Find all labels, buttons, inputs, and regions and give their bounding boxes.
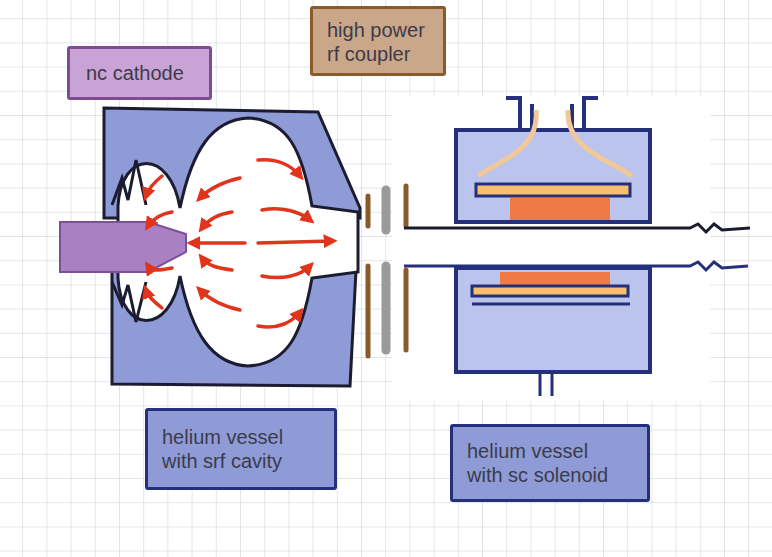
- solenoid-former: [476, 184, 630, 196]
- field-arrow: [262, 209, 310, 220]
- label-text: helium vessel with sc solenoid: [467, 439, 627, 487]
- label-text: helium vessel with srf cavity: [162, 425, 318, 473]
- cathode-stem: [60, 222, 186, 272]
- white-patch: [392, 96, 710, 401]
- solenoid-coil: [510, 198, 610, 220]
- solenoid-former: [472, 286, 628, 296]
- label-text: nc cathode: [86, 61, 199, 85]
- solenoid-vessel-lower: [456, 268, 650, 372]
- field-arrow: [258, 241, 332, 243]
- field-arrow: [200, 290, 240, 310]
- coupler-flange: [382, 190, 391, 230]
- shield-line: [472, 303, 630, 306]
- field-arrow: [202, 258, 232, 270]
- label-box: helium vessel with srf cavity: [145, 408, 337, 490]
- coupler-flange: [382, 266, 391, 350]
- field-arrow: [202, 212, 232, 228]
- coupler-flange: [366, 266, 371, 356]
- solenoid-vessel-upper: [456, 130, 650, 222]
- field-arrow: [148, 212, 172, 226]
- solenoid-coil: [500, 272, 610, 286]
- cavity-choke: [112, 160, 146, 205]
- field-arrow: [258, 312, 300, 327]
- field-arrow: [262, 266, 310, 278]
- vessel-port: [540, 372, 552, 396]
- vessel-port: [506, 98, 598, 130]
- beam-pipe: [404, 224, 750, 232]
- label-box: high power rf coupler: [310, 6, 446, 76]
- label-text: high power rf coupler: [327, 18, 429, 66]
- field-arrow: [146, 290, 162, 308]
- coupler-flange: [404, 270, 409, 350]
- current-lead: [478, 110, 632, 176]
- coupler-flange: [366, 196, 371, 226]
- coupler-flange: [404, 186, 409, 226]
- label-box: helium vessel with sc solenoid: [450, 424, 650, 502]
- field-arrow: [258, 160, 300, 176]
- field-arrow: [146, 176, 162, 196]
- label-box: nc cathode: [67, 46, 212, 100]
- field-arrow: [192, 241, 245, 245]
- cavity-choke: [112, 282, 146, 322]
- field-arrow: [200, 178, 240, 198]
- field-arrow: [148, 266, 172, 270]
